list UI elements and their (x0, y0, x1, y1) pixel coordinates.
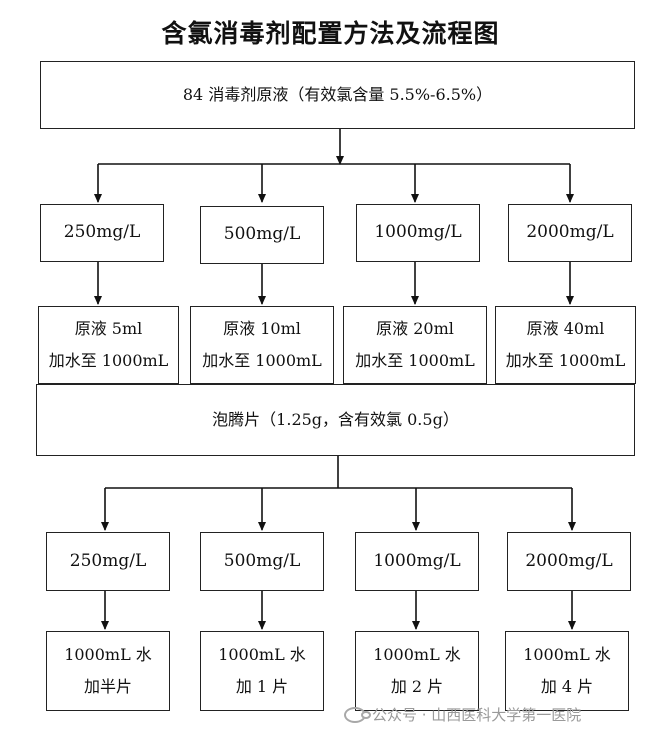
instruction-line2: 加 2 片 (390, 677, 444, 696)
instruction-box-tab-1000: 1000mL 水 加 2 片 (355, 631, 479, 711)
instruction-line2: 加水至 1000mL (48, 351, 169, 370)
source-label-tablet: 泡腾片（1.25g，含有效氯 0.5g） (212, 409, 459, 429)
instruction-line1: 1000mL 水 (373, 644, 461, 664)
concentration-label: 2000mg/L (526, 222, 614, 243)
watermark-text: 公众号 · 山西医科大学第一医院 (372, 706, 582, 724)
concentration-label: 500mg/L (223, 224, 301, 245)
instruction-line1: 原液 10ml (223, 318, 301, 338)
concentration-label: 250mg/L (69, 550, 147, 571)
concentration-box-84-250: 250mg/L (40, 204, 164, 262)
instruction-box-tab-500: 1000mL 水 加 1 片 (200, 631, 324, 711)
instruction-line1: 原液 5ml (74, 318, 143, 338)
instruction-line2: 加 1 片 (235, 677, 289, 696)
concentration-label: 500mg/L (223, 550, 301, 571)
instruction-line1: 1000mL 水 (523, 644, 611, 664)
instruction-line2: 加 4 片 (540, 677, 594, 696)
instruction-line2: 加半片 (83, 677, 132, 696)
instruction-line2: 加水至 1000mL (505, 351, 626, 370)
concentration-label: 250mg/L (63, 222, 141, 243)
instruction-box-84-250: 原液 5ml 加水至 1000mL (38, 306, 179, 384)
concentration-box-84-500: 500mg/L (200, 206, 324, 264)
wechat-icon (344, 706, 371, 723)
concentration-box-tab-250: 250mg/L (46, 532, 170, 591)
instruction-line1: 原液 40ml (526, 318, 605, 338)
instruction-line1: 1000mL 水 (64, 644, 152, 664)
instruction-box-84-2000: 原液 40ml 加水至 1000mL (495, 306, 636, 384)
concentration-label: 1000mg/L (373, 550, 461, 571)
concentration-box-tab-2000: 2000mg/L (507, 532, 631, 591)
page-title: 含氯消毒剂配置方法及流程图 (161, 19, 500, 48)
instruction-box-tab-250: 1000mL 水 加半片 (46, 631, 170, 711)
concentration-label: 1000mg/L (374, 222, 462, 243)
source-box-tablet: 泡腾片（1.25g，含有效氯 0.5g） (36, 384, 635, 456)
instruction-line1: 原液 20ml (376, 318, 454, 338)
source-label-84: 84 消毒剂原液（有效氯含量 5.5%-6.5%） (182, 84, 493, 104)
instruction-line2: 加水至 1000mL (355, 351, 475, 370)
instruction-box-84-1000: 原液 20ml 加水至 1000mL (343, 306, 487, 384)
instruction-box-tab-2000: 1000mL 水 加 4 片 (505, 631, 629, 711)
concentration-box-84-2000: 2000mg/L (508, 204, 632, 262)
concentration-label: 2000mg/L (525, 550, 613, 571)
concentration-box-tab-500: 500mg/L (200, 532, 324, 591)
watermark: 公众号 · 山西医科大学第一医院 (344, 704, 581, 725)
instruction-box-84-500: 原液 10ml 加水至 1000mL (190, 306, 334, 384)
concentration-box-84-1000: 1000mg/L (356, 204, 480, 262)
instruction-line1: 1000mL 水 (218, 644, 306, 664)
source-box-84: 84 消毒剂原液（有效氯含量 5.5%-6.5%） (40, 61, 635, 129)
instruction-line2: 加水至 1000mL (202, 351, 322, 370)
concentration-box-tab-1000: 1000mg/L (355, 532, 479, 591)
